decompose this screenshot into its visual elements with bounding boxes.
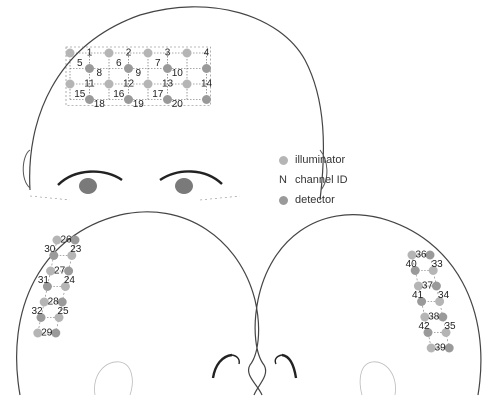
detector-dot xyxy=(163,95,172,104)
detector-dot xyxy=(438,313,447,322)
channel-label: 33 xyxy=(432,259,444,270)
channel-label: 41 xyxy=(412,290,424,301)
legend: illuminator N channel ID detector xyxy=(275,150,395,210)
detector-dot xyxy=(163,64,172,73)
right-side-brow-tail xyxy=(275,355,282,364)
channel-label: 34 xyxy=(438,290,450,301)
illuminator-dot xyxy=(105,80,114,89)
detector-dot xyxy=(58,298,67,307)
right-side-outline xyxy=(254,215,481,395)
legend-detector: detector xyxy=(275,190,395,210)
right-side-ear xyxy=(360,362,395,395)
channel-label: 39 xyxy=(435,343,447,354)
channel-label: 24 xyxy=(64,275,76,286)
left-side-brow-tail xyxy=(232,355,239,364)
channel-label: 15 xyxy=(74,89,86,100)
channel-label: 35 xyxy=(444,321,456,332)
channel-label: 10 xyxy=(172,68,184,79)
detector-dot xyxy=(71,236,80,245)
channel-label: 38 xyxy=(428,312,440,323)
right-eye xyxy=(175,178,193,194)
left-eye xyxy=(79,178,97,194)
detector-dot xyxy=(445,344,454,353)
detector-dot xyxy=(426,251,435,260)
channel-label: 42 xyxy=(418,321,430,332)
channel-label: 9 xyxy=(135,68,141,79)
channel-label: 25 xyxy=(57,306,69,317)
detector-dot xyxy=(432,282,441,291)
left-side-brow xyxy=(213,355,232,378)
channel-label: 12 xyxy=(123,79,135,90)
channel-label: 7 xyxy=(155,58,161,69)
channel-label: 13 xyxy=(162,79,174,90)
left-side-ear xyxy=(95,362,133,395)
channel-label: 14 xyxy=(201,79,213,90)
illuminator-dot xyxy=(66,80,75,89)
channel-label: 18 xyxy=(94,99,106,110)
channel-symbol: N xyxy=(275,174,291,186)
channel-label: 8 xyxy=(96,68,102,79)
illuminator-dot-icon xyxy=(275,156,291,165)
channel-label: 19 xyxy=(133,99,145,110)
right-side-head xyxy=(254,215,481,395)
detector-dot-icon xyxy=(275,196,291,205)
channel-label: 31 xyxy=(38,275,50,286)
illuminator-dot xyxy=(183,80,192,89)
channel-label: 4 xyxy=(204,48,210,59)
detector-dot xyxy=(202,64,211,73)
detector-dot xyxy=(51,329,60,338)
front-jawline xyxy=(30,196,240,200)
detector-dot xyxy=(202,95,211,104)
channel-label: 2 xyxy=(126,48,132,59)
illuminator-dot xyxy=(144,49,153,58)
legend-illuminator-label: illuminator xyxy=(295,154,345,166)
channel-label: 20 xyxy=(172,99,184,110)
channel-label: 29 xyxy=(41,328,53,339)
channel-label: 32 xyxy=(31,306,43,317)
channel-label: 30 xyxy=(44,244,56,255)
front-left-ear xyxy=(23,150,30,188)
legend-channel: N channel ID xyxy=(275,170,395,190)
detector-dot xyxy=(85,64,94,73)
channel-label: 16 xyxy=(113,89,125,100)
legend-illuminator: illuminator xyxy=(275,150,395,170)
channel-label: 23 xyxy=(70,244,82,255)
legend-channel-label: channel ID xyxy=(295,174,348,186)
channel-label: 1 xyxy=(87,48,93,59)
channel-label: 5 xyxy=(77,58,83,69)
detector-dot xyxy=(124,95,133,104)
detector-dot xyxy=(85,95,94,104)
right-side-brow xyxy=(282,355,296,378)
channel-label: 3 xyxy=(165,48,171,59)
legend-detector-label: detector xyxy=(295,194,335,206)
channel-label: 6 xyxy=(116,58,122,69)
channel-label: 17 xyxy=(152,89,164,100)
illuminator-dot xyxy=(183,49,192,58)
illuminator-dot xyxy=(144,80,153,89)
illuminator-dot xyxy=(105,49,114,58)
channel-label: 36 xyxy=(415,250,427,261)
illuminator-dot xyxy=(66,49,75,58)
channel-label: 37 xyxy=(422,281,434,292)
channel-label: 11 xyxy=(84,79,95,90)
detector-dot xyxy=(64,267,73,276)
detector-dot xyxy=(124,64,133,73)
channel-label: 40 xyxy=(406,259,418,270)
